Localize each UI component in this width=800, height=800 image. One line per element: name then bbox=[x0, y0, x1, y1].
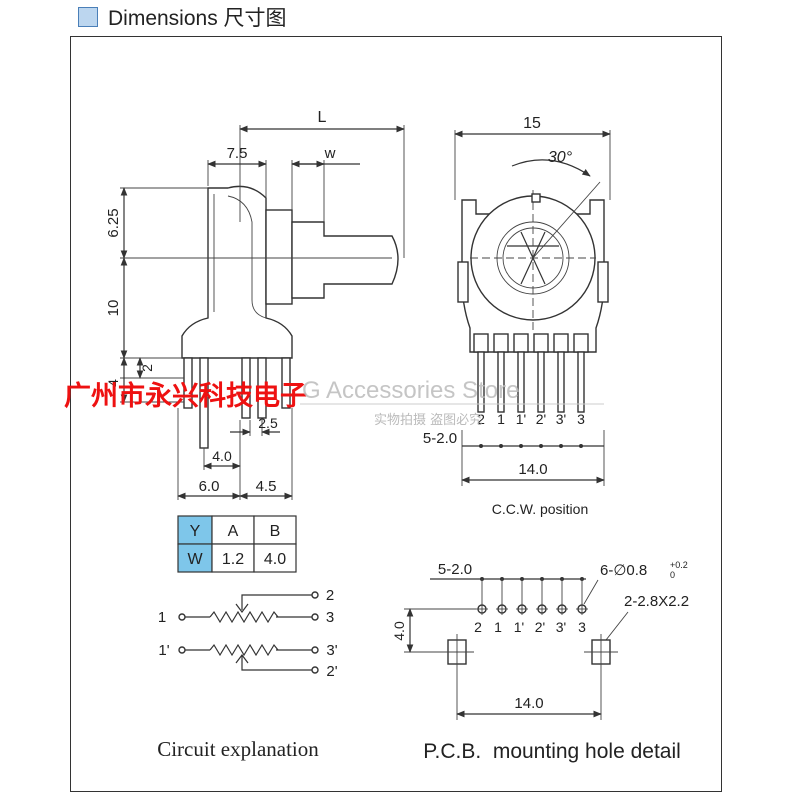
circuit-label: 1 bbox=[158, 609, 166, 626]
dim-4-0-label: 4.0 bbox=[212, 448, 232, 464]
circuit-caption: Circuit explanation bbox=[157, 737, 319, 761]
front-pitch-label: 5-2.0 bbox=[423, 430, 457, 447]
pcb-4-0-label: 4.0 bbox=[391, 621, 407, 641]
watermark-en-text: G Accessories Store bbox=[302, 377, 519, 404]
pcb-pin-label: 1' bbox=[514, 619, 524, 635]
section-header: Dimensions 尺寸图 bbox=[78, 4, 287, 30]
watermark: 广州市永兴科技电子 G Accessories Store 实物拍摄 盗图必究 bbox=[64, 377, 604, 428]
pcb-pin-label: 2 bbox=[474, 619, 482, 635]
pcb-tolerance-lower: 0 bbox=[670, 570, 675, 580]
pcb-tolerance-upper: +0.2 bbox=[670, 560, 688, 570]
circuit-label: 3 bbox=[326, 609, 334, 626]
front-pin-label: 1 bbox=[497, 411, 505, 427]
side-view: L 7.5 w 6.25 10 2 4 2.5 4.0 6.0 4.5 bbox=[105, 109, 405, 500]
pcb-detail: 5-2.0 6-∅0.8 +0.2 0 2-2.8X2.2 2 1 1' 2' … bbox=[391, 560, 689, 763]
pcb-pin-label: 2' bbox=[535, 619, 545, 635]
pcb-holes-label: 6-∅0.8 bbox=[600, 562, 647, 579]
front-pin-label: 2' bbox=[536, 411, 546, 427]
dim-l-label: L bbox=[318, 109, 327, 126]
front-view: 15 30° 2 1 1' 2' 3' 3 bbox=[423, 115, 611, 517]
front-pins bbox=[473, 333, 589, 413]
pcb-pin-label: 3 bbox=[578, 619, 586, 635]
dim-2-5-label: 2.5 bbox=[258, 415, 278, 431]
pcb-pitch-label: 5-2.0 bbox=[438, 561, 472, 578]
circuit-label: 2 bbox=[326, 587, 334, 604]
section-title: Dimensions 尺寸图 bbox=[108, 7, 287, 30]
circuit-label: 1' bbox=[158, 642, 169, 659]
pcb-caption: P.C.B. mounting hole detail bbox=[423, 740, 681, 763]
pcb-pin-label: 3' bbox=[556, 619, 566, 635]
dim-7-5-label: 7.5 bbox=[227, 145, 248, 162]
table-cell: 1.2 bbox=[222, 551, 244, 568]
dim-w-label: w bbox=[324, 145, 336, 162]
table-header-cell: B bbox=[270, 523, 281, 540]
circuit-label: 3' bbox=[326, 642, 337, 659]
pcb-14-0-label: 14.0 bbox=[514, 695, 543, 712]
header-square-icon bbox=[78, 7, 98, 27]
pcb-slots-label: 2-2.8X2.2 bbox=[624, 593, 689, 610]
dim-2-label: 2 bbox=[139, 364, 155, 372]
dim-6-0-label: 6.0 bbox=[199, 478, 220, 495]
table-cell: 4.0 bbox=[264, 551, 286, 568]
front-14-0-label: 14.0 bbox=[518, 461, 547, 478]
front-pin-label: 3 bbox=[577, 411, 585, 427]
watermark-sub-text: 实物拍摄 盗图必究 bbox=[374, 412, 482, 428]
circuit-label: 2' bbox=[326, 663, 337, 680]
dim-15-label: 15 bbox=[523, 115, 541, 132]
dim-4-label: 4 bbox=[105, 379, 121, 387]
spec-table: Y A B W 1.2 4.0 bbox=[177, 515, 297, 573]
circuit-diagram: 1 2 3 1' 3' 2' Circuit explanation bbox=[157, 587, 338, 761]
dim-6-25-label: 6.25 bbox=[105, 208, 122, 237]
front-pin-label: 1' bbox=[516, 411, 526, 427]
table-header-cell: Y bbox=[190, 523, 201, 540]
pcb-pin-label: 1 bbox=[494, 619, 502, 635]
front-caption: C.C.W. position bbox=[492, 501, 588, 517]
dim-10-label: 10 bbox=[105, 300, 122, 317]
drawing-frame bbox=[70, 36, 722, 792]
front-pin-label: 2 bbox=[477, 411, 485, 427]
watermark-cn-text: 广州市永兴科技电子 bbox=[64, 380, 307, 412]
front-pin-label: 3' bbox=[556, 411, 566, 427]
dim-4-5-label: 4.5 bbox=[256, 478, 277, 495]
table-cell: W bbox=[187, 551, 203, 568]
table-header-cell: A bbox=[228, 523, 239, 540]
angle-label: 30° bbox=[548, 149, 573, 166]
